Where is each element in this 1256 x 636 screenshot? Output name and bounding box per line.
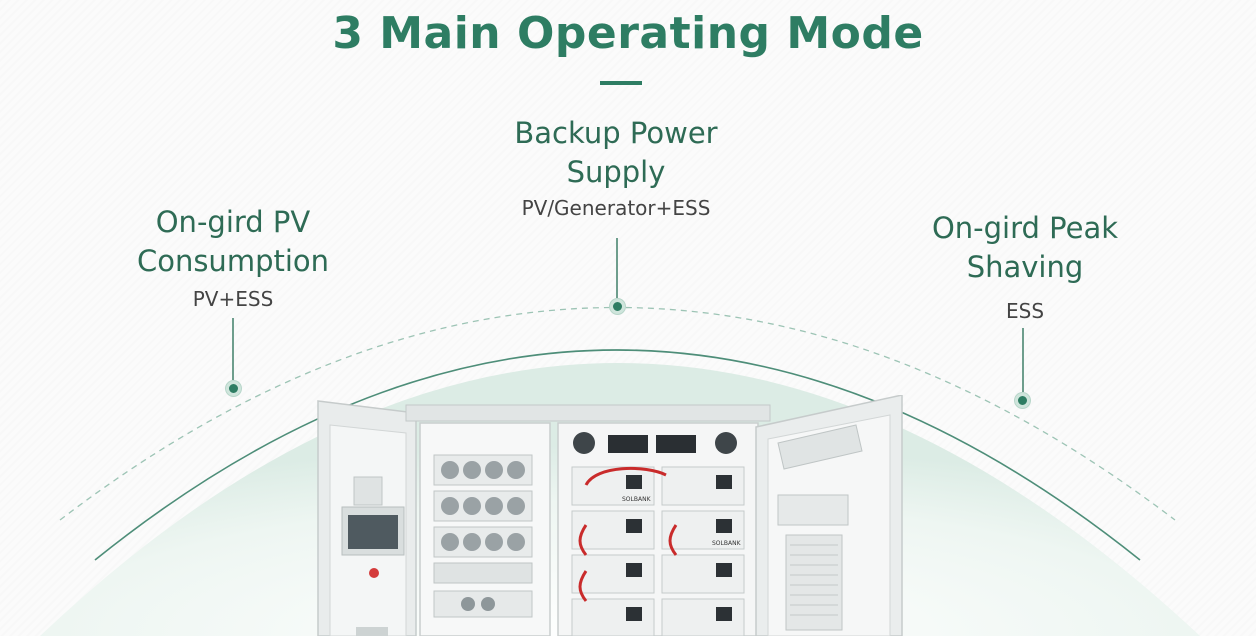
cabinet-illustration: SOLBANK SOLBANK bbox=[317, 395, 903, 636]
mode-marker-dot bbox=[226, 381, 241, 396]
page-title: 3 Main Operating Mode bbox=[332, 8, 924, 59]
mode-connector bbox=[1022, 328, 1024, 392]
mode-subtitle: PV/Generator+ESS bbox=[521, 196, 711, 220]
battery-brand-label: SOLBANK bbox=[622, 496, 652, 503]
mode-subtitle: ESS bbox=[1005, 299, 1045, 323]
mode-subtitle: PV+ESS bbox=[192, 287, 274, 311]
mode-name-line1: Backup Power bbox=[514, 116, 718, 150]
mode-marker-dot bbox=[1015, 393, 1030, 408]
mode-name-line2: Shaving bbox=[966, 250, 1084, 284]
battery-brand-label: SOLBANK bbox=[712, 540, 742, 547]
mode-name-line1: On-gird Peak bbox=[931, 211, 1119, 245]
title-underline bbox=[600, 81, 642, 85]
mode-peak-shaving: On-gird Peak Shaving ESS bbox=[890, 209, 1160, 323]
mode-name-line2: Supply bbox=[566, 155, 666, 189]
mode-pv-consumption: On-gird PV Consumption PV+ESS bbox=[110, 203, 356, 311]
mode-name-line1: On-gird PV bbox=[155, 205, 311, 239]
dome-edge bbox=[94, 349, 1141, 561]
mode-connector bbox=[232, 318, 234, 380]
mode-name-line2: Consumption bbox=[136, 244, 330, 278]
mode-backup-power: Backup Power Supply PV/Generator+ESS bbox=[478, 114, 754, 220]
mode-connector bbox=[616, 238, 618, 298]
mode-marker-dot bbox=[610, 299, 625, 314]
